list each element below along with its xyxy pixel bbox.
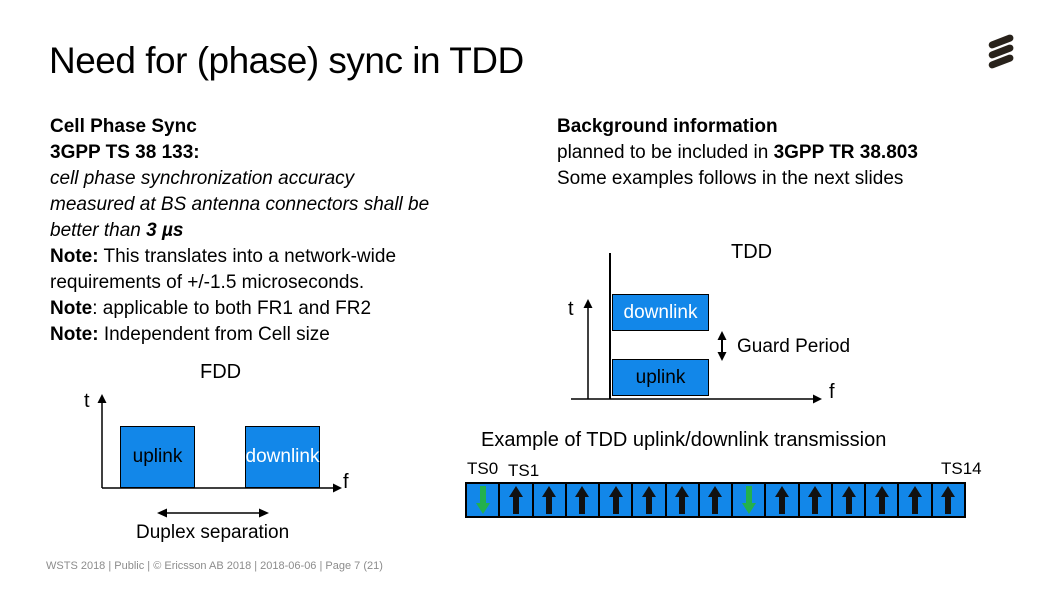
slot-cell-uplink <box>830 484 864 516</box>
left-heading-2: 3GPP TS 38 133: <box>50 140 429 166</box>
fdd-t-axis-label: t <box>84 390 90 412</box>
note-1-line-2: requirements of +/-1.5 microseconds. <box>50 272 365 293</box>
ts14-label: TS14 <box>941 459 982 478</box>
tdd-slot-bar <box>465 482 966 518</box>
slot-cell-uplink <box>897 484 930 516</box>
downlink-arrow-icon <box>475 486 490 514</box>
slot-cell-uplink <box>498 484 531 516</box>
slot-cell-uplink <box>764 484 797 516</box>
uplink-arrow-icon <box>508 486 523 514</box>
slide-footer: WSTS 2018 | Public | © Ericsson AB 2018 … <box>46 560 383 572</box>
uplink-arrow-icon <box>874 486 889 514</box>
quote-line-3-value: 3 µs <box>146 220 184 241</box>
uplink-arrow-icon <box>542 486 557 514</box>
slot-cell-uplink <box>930 484 964 516</box>
slot-cell-downlink <box>731 484 764 516</box>
slot-cell-uplink <box>864 484 897 516</box>
tdd-t-axis-label: t <box>568 298 574 320</box>
example-title: Example of TDD uplink/downlink transmiss… <box>481 429 887 451</box>
note-3-line: Note: Independent from Cell size <box>50 322 429 348</box>
ts0-label: TS0 <box>467 459 499 478</box>
note-1-text: This translates into a network-wide <box>98 246 397 267</box>
fdd-axes <box>97 394 342 493</box>
slot-cell-uplink <box>664 484 698 516</box>
uplink-arrow-icon <box>708 486 723 514</box>
slot-cell-uplink <box>797 484 831 516</box>
ericsson-logo-icon <box>987 33 1018 69</box>
fdd-f-axis-arrowhead-icon <box>333 483 342 493</box>
uplink-arrow-icon <box>908 486 923 514</box>
guard-period-arrow-icon <box>717 331 727 361</box>
tdd-downlink-label: downlink <box>623 301 698 323</box>
note-3-text: Independent from Cell size <box>98 324 330 345</box>
slot-cell-uplink <box>697 484 731 516</box>
uplink-arrow-icon <box>608 486 623 514</box>
tdd-t-axis-arrowhead-icon <box>583 299 593 308</box>
left-heading-1: Cell Phase Sync <box>50 114 429 140</box>
slot-cell-downlink <box>467 484 498 516</box>
note-3-label: Note: <box>50 324 99 345</box>
quote-line-1: cell phase synchronization accuracy <box>50 168 355 189</box>
fdd-t-axis-arrowhead-icon <box>97 394 107 403</box>
fdd-uplink-box: uplink <box>120 426 195 488</box>
background-line-1-ref: 3GPP TR 38.803 <box>773 142 918 163</box>
fdd-downlink-box: downlink <box>245 426 320 488</box>
tdd-f-axis-label: f <box>829 381 835 403</box>
uplink-arrow-icon <box>775 486 790 514</box>
downlink-arrow-icon <box>741 486 756 514</box>
spec-reference-heading: 3GPP TS 38 133: <box>50 142 200 163</box>
cell-phase-sync-block: Cell Phase Sync 3GPP TS 38 133: cell pha… <box>50 114 429 348</box>
background-line-2: Some examples follows in the next slides <box>557 168 904 189</box>
quote-line-2: measured at BS antenna connectors shall … <box>50 194 430 215</box>
note-2-text: : applicable to both FR1 and FR2 <box>92 298 372 319</box>
duplex-separation-arrow-icon <box>157 508 269 518</box>
guard-period-label: Guard Period <box>737 336 851 357</box>
uplink-arrow-icon <box>808 486 823 514</box>
fdd-diagram-title: FDD <box>200 361 242 383</box>
background-info-block: Background information planned to be inc… <box>557 114 918 192</box>
note-2-line: Note: applicable to both FR1 and FR2 <box>50 296 429 322</box>
background-heading-text: Background information <box>557 116 778 137</box>
page-title: Need for (phase) sync in TDD <box>49 40 524 81</box>
background-heading: Background information <box>557 114 918 140</box>
uplink-arrow-icon <box>941 486 956 514</box>
duplex-separation-caption: Duplex separation <box>136 522 290 543</box>
tdd-uplink-label: uplink <box>635 366 686 388</box>
note-2-label: Note <box>50 298 93 319</box>
background-line-1: planned to be included in 3GPP TR 38.803 <box>557 140 918 166</box>
background-line-1-text: planned to be included in <box>557 142 774 163</box>
slot-cell-uplink <box>531 484 565 516</box>
tdd-uplink-box: uplink <box>612 359 709 396</box>
tdd-diagram-title: TDD <box>731 241 773 263</box>
note-1-label: Note: <box>50 246 99 267</box>
fdd-downlink-label: downlink <box>245 446 320 467</box>
note-1-line-1: Note: This translates into a network-wid… <box>50 244 429 270</box>
slot-cell-uplink <box>598 484 631 516</box>
tdd-axes <box>571 253 822 404</box>
uplink-arrow-icon <box>575 486 590 514</box>
tdd-f-axis-arrowhead-icon <box>813 394 822 404</box>
uplink-arrow-icon <box>841 486 856 514</box>
quote-line-3: better than 3 µs <box>50 218 429 244</box>
tdd-downlink-box: downlink <box>612 294 709 331</box>
slot-cell-uplink <box>631 484 664 516</box>
quote-line-3-text: better than <box>50 220 147 241</box>
fdd-f-axis-label: f <box>343 471 349 493</box>
slot-cell-uplink <box>564 484 598 516</box>
uplink-arrow-icon <box>641 486 656 514</box>
cell-phase-sync-heading: Cell Phase Sync <box>50 116 197 137</box>
ts1-label: TS1 <box>508 461 540 480</box>
fdd-uplink-label: uplink <box>132 446 183 467</box>
uplink-arrow-icon <box>675 486 690 514</box>
